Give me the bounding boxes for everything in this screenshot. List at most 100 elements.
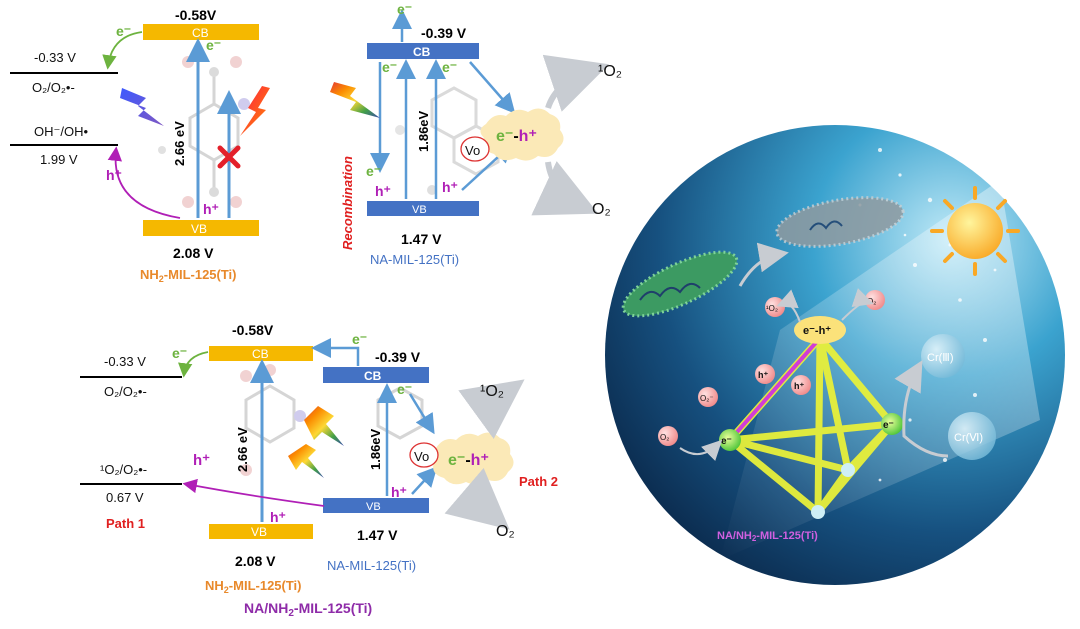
cr6-label: Cr(Ⅵ)	[954, 432, 983, 444]
cb-voltage: -0.39 V	[421, 25, 467, 41]
vacancy-circle	[460, 136, 490, 162]
pair-label: e⁻-h⁺	[448, 452, 489, 469]
composite-label: NA/NH2-MIL-125(Ti)	[244, 600, 372, 619]
reaction-arrow	[841, 288, 874, 321]
vb2-band	[323, 498, 429, 513]
pink-bond	[728, 336, 822, 442]
light-beam	[720, 180, 1040, 560]
vb2-voltage: 1.47 V	[357, 527, 398, 543]
photocatalysis-orb: e⁻ e⁻ e⁻-h⁺ ¹O₂ O₂ h⁺ h⁺ O₂⁻ O₂ Cr(Ⅲ) Cr…	[605, 125, 1065, 585]
hole-label: h⁺	[442, 179, 458, 195]
cb1-label: CB	[252, 347, 269, 361]
lightning-icon	[240, 86, 270, 136]
gap1-label: 2.66 eV	[235, 427, 250, 472]
vb-voltage: 2.08 V	[173, 245, 214, 261]
pair-node	[794, 316, 846, 344]
recomb-electron-bottom: e⁻	[366, 163, 381, 179]
couple-singlet: ¹O₂/O₂•-	[100, 462, 147, 477]
species-label: O₂	[867, 297, 876, 306]
hole-label: h⁺	[193, 452, 210, 469]
lightning-icon	[288, 444, 324, 478]
sun-icon	[930, 186, 1020, 276]
vacancy-label: Vo	[465, 143, 480, 158]
gap-label: 1.86eV	[416, 110, 431, 152]
lightning-icon	[120, 88, 164, 126]
pair-blob	[480, 108, 564, 161]
panel-na-mil-125: -0.39 V CB VB 1.47 V NA-MIL-125(Ti) e⁻ e…	[330, 1, 622, 267]
lightning-icon	[304, 406, 344, 446]
electron-node	[881, 413, 903, 435]
pair-label: e⁻-h⁺	[496, 128, 537, 145]
panel-composite: -0.33 V O₂/O₂•- ¹O₂/O₂•- 0.67 V Path 1 -…	[80, 322, 558, 619]
panel-nh2-mil-125: -0.33 V O₂/O₂•- OH⁻/OH• 1.99 V -0.58V CB…	[10, 7, 270, 284]
interband-electron-label: e⁻	[352, 331, 367, 347]
couple-o2: O₂/O₂•-	[32, 80, 75, 95]
o2-label: O₂	[592, 201, 611, 218]
singlet-arrow	[542, 54, 610, 112]
vb-voltage: 1.47 V	[401, 231, 442, 247]
o2-arrow	[531, 161, 599, 216]
path1-label: Path 1	[106, 516, 145, 531]
cb2-label: CB	[364, 369, 382, 383]
cr3-ball	[921, 334, 965, 378]
bubbles	[858, 148, 997, 482]
vacancy-label: Vo	[414, 449, 429, 464]
potential-singlet: 0.67 V	[106, 490, 144, 505]
species-superoxide	[698, 387, 718, 407]
bacteria-kill-arrow	[738, 242, 789, 287]
material2-label: NA-MIL-125(Ti)	[327, 558, 416, 573]
vb1-hole-label: h⁺	[270, 509, 286, 525]
vb1-label: VB	[251, 525, 267, 539]
species-label: h⁺	[758, 370, 768, 380]
electron-label: e⁻	[172, 345, 187, 361]
cb-voltage: -0.58V	[175, 7, 217, 23]
path2-label: Path 2	[519, 474, 558, 489]
cb2-band	[323, 367, 429, 383]
couple-oh: OH⁻/OH•	[34, 124, 88, 139]
species-hole	[755, 364, 775, 384]
orb-material-label: NA/NH2-MIL-125(Ti)	[717, 530, 818, 543]
cb-band	[143, 24, 259, 40]
vb-hole-label: h⁺	[203, 201, 219, 217]
node	[811, 505, 825, 519]
species-hole	[791, 375, 811, 395]
potential-o2: -0.33 V	[34, 50, 76, 65]
electron-to-pair-arrow	[469, 61, 516, 114]
recomb-electron-label: e⁻	[382, 59, 397, 75]
cb-electron-label: e⁻	[206, 37, 221, 53]
electron-transfer-arrow	[178, 351, 209, 378]
cb-label: CB	[413, 45, 431, 59]
species-label: O₂⁻	[700, 394, 714, 403]
vb2-hole-label: h⁺	[391, 484, 407, 500]
recombination-label: Recombination	[340, 156, 355, 250]
hole-label: h⁺	[106, 167, 122, 183]
electron-node-label: e⁻	[721, 436, 732, 447]
reduction-arrow	[894, 360, 949, 458]
cr6-ball	[948, 412, 996, 460]
reaction-arrow	[679, 439, 723, 461]
gap2-label: 1.86eV	[368, 428, 383, 470]
material-label: NA-MIL-125(Ti)	[370, 252, 459, 267]
cb2-electron-label: e⁻	[397, 381, 412, 397]
hole-label: h⁺	[375, 183, 391, 199]
species-label: O₂	[660, 433, 669, 442]
lightning-icon	[330, 82, 380, 118]
gap-label: 2.66 eV	[172, 121, 187, 166]
vb1-voltage: 2.08 V	[235, 553, 276, 569]
cb-electron-label: e⁻	[442, 59, 457, 75]
bacteria-icon	[775, 196, 905, 248]
escape-electron-label: e⁻	[397, 1, 412, 17]
vb1-band	[209, 524, 313, 539]
bacteria-icon	[621, 250, 739, 318]
electron-node	[719, 429, 741, 451]
hole-to-pair-arrow	[411, 466, 438, 495]
interband-electron-arrow	[311, 338, 360, 366]
node	[841, 463, 855, 477]
electron-node-label: e⁻	[883, 420, 894, 431]
cb1-voltage: -0.58V	[232, 322, 274, 338]
electron-to-pair-arrow	[408, 393, 435, 435]
potential-o2: -0.33 V	[104, 354, 146, 369]
cr3-label: Cr(Ⅲ)	[927, 352, 954, 364]
hole-transfer-arrow	[107, 146, 181, 219]
